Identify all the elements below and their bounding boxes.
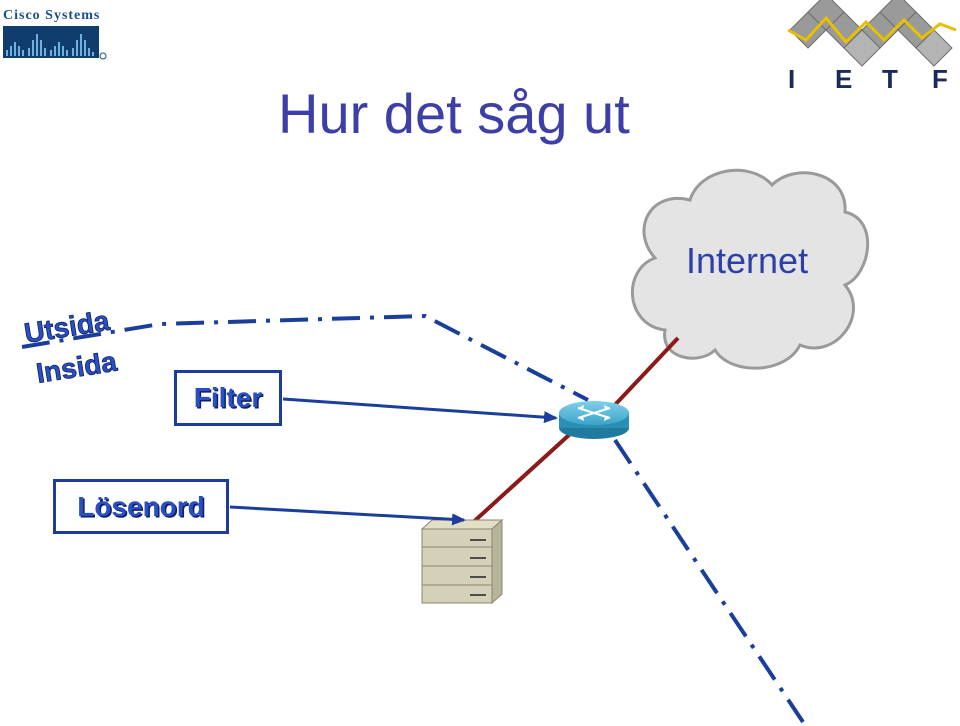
cisco-bars-icon <box>3 26 107 60</box>
outside-label: Utsida <box>22 305 112 349</box>
ietf-letter-f: F <box>932 64 948 94</box>
cisco-logo: Cisco Systems <box>3 8 107 60</box>
ietf-letter-e: E <box>835 64 852 94</box>
ietf-diamond-icon <box>789 0 953 67</box>
filter-arrow <box>282 397 558 424</box>
page-title: Hur det såg ut <box>278 82 630 145</box>
ietf-letter-t: T <box>882 64 898 94</box>
ietf-letter-i: I <box>788 64 795 94</box>
boundary-line <box>21 313 589 402</box>
cloud-shape <box>631 168 870 370</box>
internet-label: Internet <box>686 240 809 281</box>
internet-cloud <box>631 168 870 370</box>
boundary-line-lower <box>613 438 805 724</box>
link-router-server <box>467 423 582 528</box>
filter-box: Filter <box>174 370 282 426</box>
password-label: Lösenord <box>77 490 205 522</box>
server-icon <box>420 518 504 605</box>
ietf-zigzag-line <box>787 15 957 45</box>
ietf-logo: I E T F <box>787 0 957 94</box>
link-router-internet <box>610 336 680 410</box>
inside-label: Insida <box>34 346 119 389</box>
password-arrow <box>229 505 466 526</box>
cisco-logo-text: Cisco Systems <box>3 8 100 23</box>
password-box: Lösenord <box>53 479 229 534</box>
router-icon <box>559 401 629 439</box>
filter-label: Filter <box>193 382 263 413</box>
